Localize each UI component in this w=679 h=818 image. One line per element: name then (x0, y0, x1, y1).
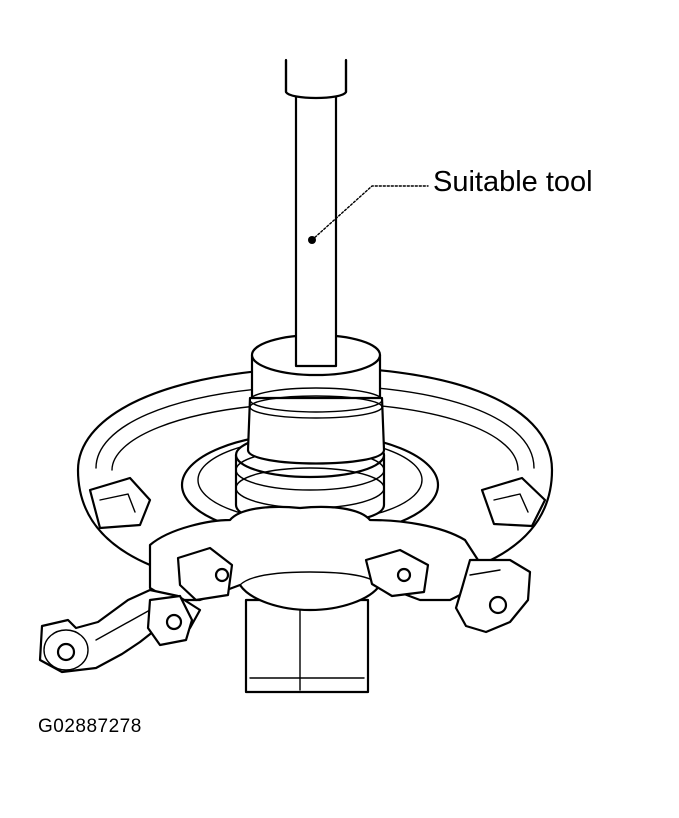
strut-shaft (244, 598, 370, 694)
figure-id: G02887278 (38, 716, 142, 737)
callout-dot (308, 236, 316, 244)
callout-label: Suitable tool (433, 166, 593, 198)
callout-leader (308, 185, 429, 244)
tool-rod (284, 58, 348, 368)
steering-knuckle (38, 505, 532, 674)
